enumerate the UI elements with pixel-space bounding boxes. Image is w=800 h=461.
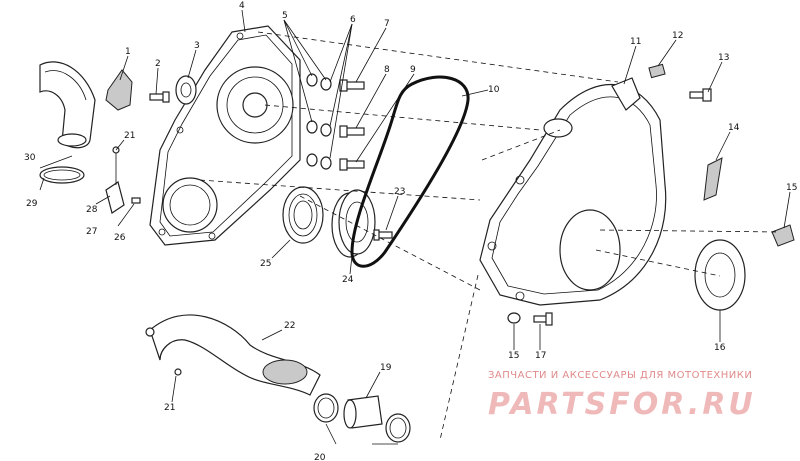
part-13-bolt [689,88,712,102]
part-3-spacer [175,75,197,105]
part-2-bolt [149,91,170,103]
part-29-clamp [39,166,85,184]
part-16-disc [694,239,746,311]
callout-24: 24 [342,275,354,285]
part-27-plate [105,181,125,214]
callout-25: 25 [260,259,271,269]
callout-30: 30 [24,153,36,163]
part-11-outer-cover [479,77,667,306]
callout-16: 16 [714,343,726,353]
part-12-clip [648,63,666,79]
callout-19: 19 [380,363,392,373]
callout-4: 4 [239,1,245,11]
part-15-washer [507,312,521,324]
part-20-clamp-right [385,413,411,443]
callout-26: 26 [114,233,126,243]
callout-12: 12 [672,31,683,41]
callout-20: 20 [314,453,326,461]
callout-6: 6 [350,15,356,25]
part-26-screw [131,197,141,204]
part-20-clamp-left [313,393,339,423]
callout-13: 13 [718,53,729,63]
callout-3: 3 [194,41,200,51]
callout-2: 2 [155,59,161,69]
callout-11: 11 [630,37,641,47]
leader-lines [39,9,791,445]
part-22-duct [145,314,321,396]
part-14-decal [703,157,723,201]
callout-8: 8 [384,65,390,75]
watermark-subtitle: ЗАПЧАСТИ И АКСЕССУАРЫ ДЛЯ МОТОТЕХНИКИ [488,370,752,381]
part-15-label-plate [771,224,795,247]
callout-labels: 1 2 3 4 5 6 7 8 9 10 11 12 13 14 15 15 1… [24,1,797,461]
part-30-elbow-tube [39,61,96,149]
part-4-inner-cover-plate [149,25,301,246]
part-7-8-bolts [339,79,365,171]
callout-21-top: 21 [124,131,135,141]
callout-7: 7 [384,19,390,29]
watermark: ЗАПЧАСТИ И АКСЕССУАРЫ ДЛЯ МОТОТЕХНИКИ PA… [488,370,756,422]
callout-14: 14 [728,123,740,133]
callout-23: 23 [394,187,405,197]
callout-15-right: 15 [786,183,797,193]
part-1-bracket [105,69,133,111]
callout-1: 1 [125,47,131,57]
callout-5: 5 [282,11,288,21]
callout-9: 9 [410,65,416,75]
part-28-pin [112,146,120,185]
part-23-bolt [373,229,393,241]
watermark-brand: PARTSFOR.RU [488,387,756,422]
part-5-6-washers [306,73,332,170]
callout-15-lower: 15 [508,351,519,361]
callout-29: 29 [26,199,38,209]
callout-10: 10 [488,85,500,95]
callout-28: 28 [86,205,98,215]
callout-27: 27 [86,227,97,237]
part-19-coupler [343,395,383,429]
part-25-seal [282,186,324,244]
part-10-drive-belt [350,75,470,268]
callout-21-bottom: 21 [164,403,175,413]
part-17-bolt [533,312,553,326]
callout-22: 22 [284,321,295,331]
centerlines [199,31,781,441]
callout-17: 17 [535,351,546,361]
part-24-pulley [331,189,376,258]
